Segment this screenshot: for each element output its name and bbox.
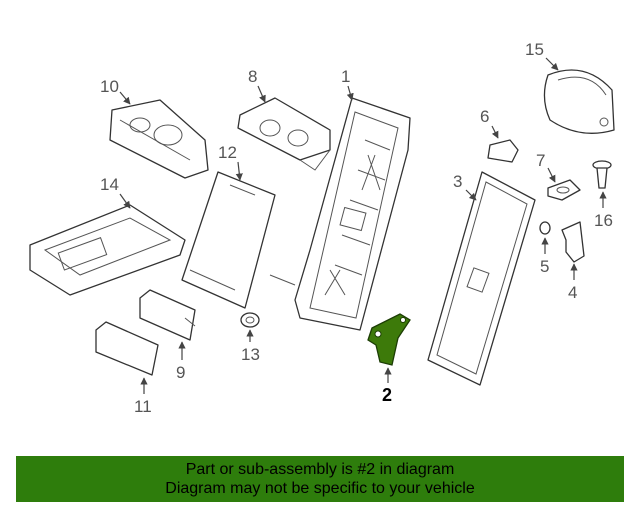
part-9-trim[interactable] — [139, 289, 196, 341]
callout-8: 8 — [248, 67, 257, 86]
callout-15: 15 — [525, 40, 544, 59]
callout-9: 9 — [176, 363, 185, 382]
leader-10 — [119, 91, 131, 105]
leader-15 — [545, 57, 559, 71]
callout-7: 7 — [536, 151, 545, 170]
part-16-push-pin[interactable] — [592, 160, 612, 189]
leader-6 — [491, 125, 499, 139]
part-7-escutcheon[interactable] — [547, 179, 581, 201]
callout-2: 2 — [382, 385, 392, 405]
banner-line-1: Part or sub-assembly is #2 in diagram — [185, 461, 455, 478]
callout-4: 4 — [568, 283, 577, 302]
banner-line-2: Diagram may not be specific to your vehi… — [165, 480, 475, 497]
part-5-washer[interactable] — [539, 221, 551, 235]
callout-12: 12 — [218, 143, 237, 162]
leader-3 — [465, 189, 477, 201]
seat-parts-diagram: 10 8 1 12 14 9 — [29, 40, 615, 416]
part-10-back-cover[interactable] — [109, 99, 209, 179]
callout-6: 6 — [480, 107, 489, 126]
callout-13: 13 — [241, 345, 260, 364]
part-3-side-panel[interactable] — [427, 171, 536, 386]
part-1-seat-back-frame[interactable] — [269, 97, 411, 331]
callout-10: 10 — [100, 77, 119, 96]
callout-1: 1 — [341, 67, 350, 86]
leader-1 — [346, 85, 354, 101]
leader-12 — [235, 161, 243, 181]
leader-7 — [547, 167, 556, 183]
callout-14: 14 — [100, 175, 119, 194]
part-13-grommet[interactable] — [240, 312, 260, 328]
part-14-armrest[interactable] — [29, 204, 186, 296]
part-11-trim-cover[interactable] — [95, 321, 159, 376]
part-2-bracket[interactable] — [367, 313, 411, 366]
callout-11: 11 — [134, 397, 152, 416]
callout-3: 3 — [453, 172, 462, 191]
callout-5: 5 — [540, 257, 549, 276]
part-4-hinge-bracket[interactable] — [561, 221, 585, 263]
callout-16: 16 — [594, 211, 613, 230]
leader-8 — [257, 85, 266, 103]
info-banner: Part or sub-assembly is #2 in diagram Di… — [16, 456, 624, 502]
part-6-clip[interactable] — [487, 139, 519, 163]
part-8-headrest-cover[interactable] — [237, 97, 331, 171]
leader-14 — [119, 193, 131, 209]
part-15-headrest[interactable] — [543, 69, 615, 134]
part-12-back-pad[interactable] — [181, 171, 276, 309]
